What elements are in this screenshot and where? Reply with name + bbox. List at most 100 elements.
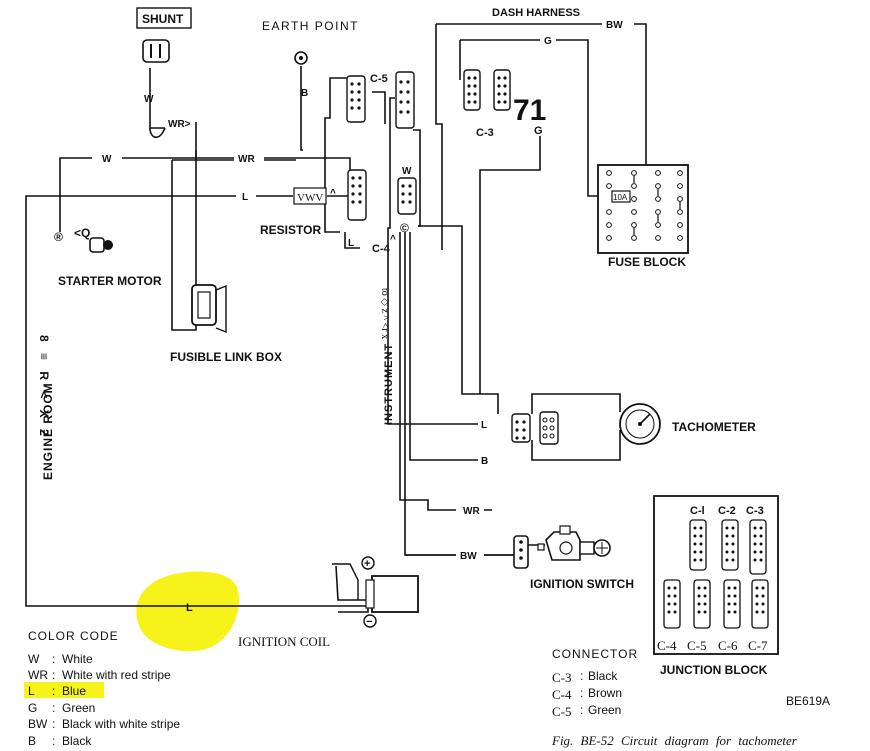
- wire-l-top: L: [242, 192, 248, 203]
- svg-text::: :: [52, 652, 55, 666]
- junction-block-label: JUNCTION BLOCK: [660, 663, 768, 677]
- color-code-key: WR: [28, 668, 48, 682]
- ignition-coil-symbol: [332, 556, 419, 628]
- fuse-rating: 10A: [613, 193, 628, 202]
- svg-text::: :: [52, 717, 55, 731]
- shunt-label: SHUNT: [142, 12, 184, 26]
- minus-mark: −: [366, 616, 372, 628]
- junction-block-symbol: [653, 495, 779, 655]
- wire-w-c4: W: [402, 166, 412, 177]
- color-code-value: White with red stripe: [62, 668, 171, 682]
- connector-legend-key: C-4: [552, 687, 572, 702]
- connector-legend-list: C-3 : Black C-4 : Brown C-5 : Green: [552, 669, 622, 719]
- connector-legend-key: C-5: [552, 704, 572, 719]
- engine-room-marks: 8 ≡ R < X 2: [37, 335, 51, 440]
- c4-caret: ^: [390, 234, 396, 245]
- connector-legend-key: C-3: [552, 670, 572, 685]
- start-symbol: <Q: [74, 226, 90, 240]
- highlight-blob-wire: [136, 571, 240, 652]
- color-code-title: COLOR CODE: [28, 629, 119, 643]
- color-code-list: W : White WR : White with red stripe L :…: [28, 652, 180, 748]
- circle-r-mark: ®: [54, 230, 63, 244]
- color-code-value: Black: [62, 734, 92, 748]
- highlight-legend-blue: [24, 682, 104, 698]
- svg-text::: :: [52, 684, 55, 698]
- wiring: [25, 23, 647, 607]
- junction-c6-label: C-6: [718, 638, 738, 653]
- fuse-block-label: FUSE BLOCK: [608, 255, 686, 269]
- starter-motor-symbol: ® <Q: [54, 226, 113, 253]
- wire-wr-ignsw: WR: [463, 506, 480, 517]
- ignition-switch-label: IGNITION SWITCH: [530, 577, 634, 591]
- color-code-key: BW: [28, 717, 48, 731]
- wire-l-caret: ^: [330, 188, 336, 199]
- c4-label: C-4: [372, 243, 391, 255]
- wire-l-coil: L: [186, 602, 193, 614]
- earth-point-symbol: [294, 51, 308, 65]
- dash-harness-label: DASH HARNESS: [492, 7, 580, 19]
- connector-legend-value: Brown: [588, 686, 622, 700]
- wire-w-shunt: W: [144, 94, 154, 105]
- svg-text::: :: [580, 703, 583, 717]
- c5-label: C-5: [370, 73, 388, 85]
- wire-b-earth: B: [301, 88, 308, 99]
- junction-c5-label: C-5: [687, 638, 707, 653]
- junction-c3-label: C-3: [746, 505, 764, 517]
- color-code-value: Blue: [62, 684, 86, 698]
- fusible-link-box-symbol: [191, 284, 227, 334]
- ignition-coil-label: IGNITION COIL: [238, 634, 330, 649]
- resistor-label: RESISTOR: [260, 223, 321, 237]
- instrument-marks: to ◇ z ^ <r x: [379, 288, 390, 339]
- color-code-value: Green: [62, 701, 95, 715]
- tachometer-gauge: [619, 403, 661, 445]
- connector-c3: [463, 69, 511, 111]
- fusible-link-box-label: FUSIBLE LINK BOX: [170, 350, 282, 364]
- tachometer-connector: [511, 411, 559, 445]
- big-number-71: 71: [513, 94, 546, 127]
- fuse-block-symbol: [597, 164, 689, 254]
- shunt-label-box: [136, 7, 192, 29]
- instrument-label: INSTRUMENT: [383, 343, 395, 425]
- resistor-symbol: VWV: [297, 192, 323, 204]
- figure-caption: Fig. BE-52 Circuit diagram for tachomete…: [551, 733, 798, 748]
- svg-text::: :: [52, 734, 55, 748]
- connector-legend-value: Black: [588, 669, 618, 683]
- engine-room-label: ENGINE ROOM: [41, 382, 55, 480]
- shunt-connector: [142, 39, 170, 63]
- ignition-switch-symbol: [513, 525, 611, 569]
- junction-c1-label: C-l: [690, 505, 705, 517]
- wire-bw-ignsw: BW: [460, 551, 477, 562]
- wire-b-tacho: B: [481, 456, 488, 467]
- junction-c4-label: C-4: [657, 638, 677, 653]
- plus-mark: +: [364, 558, 370, 570]
- color-code-key: G: [28, 701, 37, 715]
- wire-wr-top: WR: [238, 154, 255, 165]
- resistor-body: [293, 187, 327, 205]
- color-code-key: B: [28, 734, 36, 748]
- tachometer-label: TACHOMETER: [672, 420, 756, 434]
- junction-c2-label: C-2: [718, 505, 736, 517]
- junction-c7-label: C-7: [748, 638, 768, 653]
- wire-bw-top: BW: [606, 20, 623, 31]
- connector-legend-title: CONNECTOR: [552, 647, 638, 661]
- wire-g-c3: G: [534, 125, 543, 137]
- connector-c5: [346, 71, 415, 129]
- svg-text::: :: [580, 686, 583, 700]
- color-code-value: White: [62, 652, 93, 666]
- connector-legend-value: Green: [588, 703, 621, 717]
- connector-c4: [347, 169, 417, 221]
- earth-point-label: EARTH POINT: [262, 19, 359, 33]
- svg-text::: :: [580, 669, 583, 683]
- color-code-key: L: [28, 684, 35, 698]
- starter-motor-label: STARTER MOTOR: [58, 274, 162, 288]
- c4-wire-l: L: [348, 238, 354, 249]
- svg-text::: :: [52, 701, 55, 715]
- wire-g-top: G: [544, 36, 552, 47]
- circle-c-mark: ©: [400, 221, 409, 235]
- wire-w-top: W: [102, 154, 112, 165]
- color-code-key: W: [28, 652, 40, 666]
- color-code-value: Black with white stripe: [62, 717, 180, 731]
- c3-label: C-3: [476, 127, 494, 139]
